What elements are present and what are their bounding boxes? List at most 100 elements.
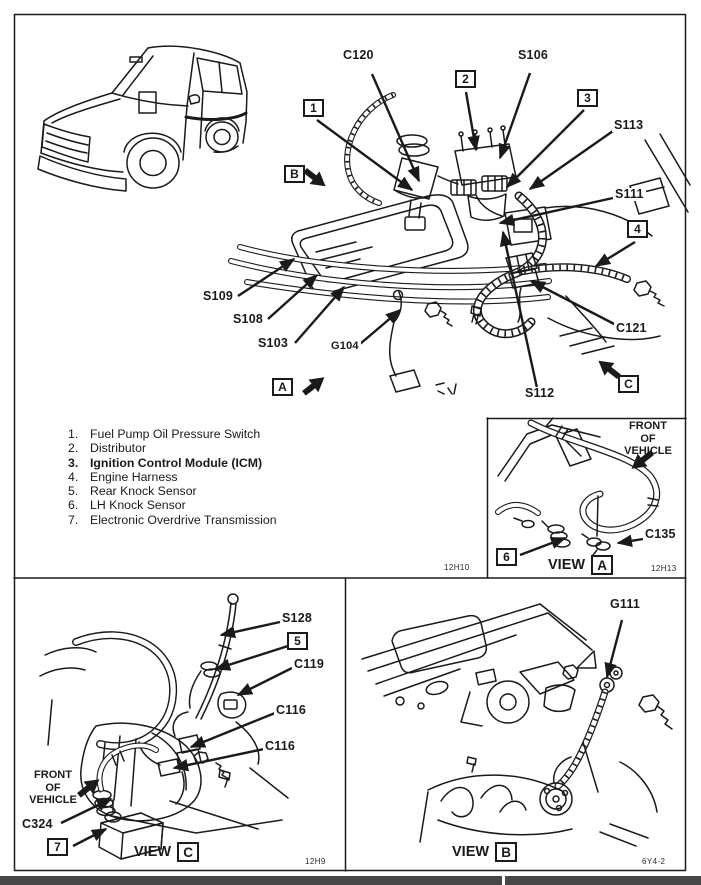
component-legend: 1. Fuel Pump Oil Pressure Switch 2. Dist… xyxy=(68,427,277,527)
legend-item-number: 4. xyxy=(68,469,79,484)
leader-arrow-callout-6 xyxy=(519,536,567,557)
view-b-caption: VIEW B xyxy=(452,842,518,862)
leader-arrow-c120 xyxy=(370,73,421,183)
legend-item: 6. LH Knock Sensor xyxy=(68,498,277,512)
legend-item: 2. Distributor xyxy=(68,441,277,455)
label-g111: G111 xyxy=(608,597,642,611)
callout-box-2: 2 xyxy=(455,70,476,88)
label-c121: C121 xyxy=(614,321,649,335)
callout-box-5: 5 xyxy=(287,632,308,650)
leader-arrow-c116-upper xyxy=(189,711,276,749)
view-a-caption-word: VIEW xyxy=(548,557,586,573)
vehicle-illustration xyxy=(37,45,248,192)
leader-arrow-callout-7 xyxy=(72,827,108,848)
leader-arrow-s106 xyxy=(498,72,532,160)
legend-item-number: 3. xyxy=(68,455,79,470)
label-c116-upper: C116 xyxy=(274,703,308,717)
view-b-caption-letter: B xyxy=(495,842,518,862)
page-edge-bar xyxy=(0,876,701,885)
label-s108: S108 xyxy=(231,312,265,326)
view-b-caption-word: VIEW xyxy=(452,844,490,860)
callout-box-6: 6 xyxy=(496,548,517,566)
label-s106: S106 xyxy=(516,48,550,62)
label-s112: S112 xyxy=(523,386,557,400)
leader-arrow-s111 xyxy=(498,196,614,227)
legend-item-label: Ignition Control Module (ICM) xyxy=(90,455,263,470)
label-c119: C119 xyxy=(292,657,326,671)
view-c-caption-word: VIEW xyxy=(134,844,172,860)
legend-item-number: 2. xyxy=(68,441,79,456)
leader-arrow-s113 xyxy=(528,130,614,190)
label-s109: S109 xyxy=(201,289,235,303)
legend-item: 5. Rear Knock Sensor xyxy=(68,484,277,498)
legend-item-label: Distributor xyxy=(90,441,147,456)
legend-item-label: Fuel Pump Oil Pressure Switch xyxy=(90,427,261,441)
legend-item-label: Rear Knock Sensor xyxy=(90,484,197,499)
label-c324: C324 xyxy=(20,817,55,831)
leader-arrow-c119 xyxy=(236,666,293,697)
view-marker-b: B xyxy=(284,165,305,183)
label-c120: C120 xyxy=(341,48,376,62)
panel-borders xyxy=(13,13,687,872)
direction-arrow-view-a xyxy=(299,370,330,400)
leader-arrow-callout-5 xyxy=(214,644,289,671)
leader-arrow-c121 xyxy=(529,279,621,329)
view-c-drawing xyxy=(39,593,289,860)
figure-code-view-b: 6Y4-2 xyxy=(642,857,666,866)
leader-arrow-c324 xyxy=(60,797,113,825)
front-of-vehicle-label-view-c: FRONT OF VEHICLE xyxy=(29,769,77,806)
label-c116-lower: C116 xyxy=(263,739,297,753)
label-s103: S103 xyxy=(256,336,290,350)
view-c-caption-letter: C xyxy=(177,842,200,862)
leader-arrow-callout-2 xyxy=(464,91,480,152)
leader-arrow-g111 xyxy=(604,619,624,679)
leader-arrow-c135 xyxy=(616,534,644,547)
engine-location-patch xyxy=(138,91,157,114)
legend-item: 7. Electronic Overdrive Transmission xyxy=(68,513,277,527)
callout-box-3: 3 xyxy=(577,89,598,107)
figure-code-view-c: 12H9 xyxy=(305,857,326,866)
legend-item-number: 1. xyxy=(68,427,79,441)
legend-item: 3. Ignition Control Module (ICM) xyxy=(68,456,277,470)
leader-arrow-callout-4 xyxy=(594,240,636,268)
figure-code-view-a: 12H13 xyxy=(651,564,677,573)
leader-arrow-s108 xyxy=(267,273,319,320)
leader-arrows xyxy=(60,72,644,848)
leader-arrow-callout-1 xyxy=(316,119,414,191)
callout-box-4: 4 xyxy=(627,220,648,238)
view-marker-a: A xyxy=(272,378,293,396)
legend-item-label: Engine Harness xyxy=(90,469,178,484)
figure-code-main: 12H10 xyxy=(444,563,470,572)
view-marker-c: C xyxy=(618,375,639,393)
view-a-caption-letter: A xyxy=(591,555,614,575)
label-c135: C135 xyxy=(643,527,678,541)
callout-box-7: 7 xyxy=(47,838,68,856)
legend-item-number: 5. xyxy=(68,484,79,499)
engine-compartment-drawing xyxy=(228,92,691,395)
callout-box-1: 1 xyxy=(303,99,324,117)
front-of-vehicle-label-view-a: FRONT OF VEHICLE xyxy=(624,420,672,457)
legend-item-number: 6. xyxy=(68,498,79,513)
leader-arrow-callout-3 xyxy=(505,109,585,189)
leader-arrow-s128 xyxy=(219,620,281,639)
view-b-drawing xyxy=(361,603,673,847)
label-s113: S113 xyxy=(612,118,646,132)
legend-item-label: Electronic Overdrive Transmission xyxy=(90,512,277,527)
leader-arrow-g104 xyxy=(359,308,402,345)
view-a-drawing xyxy=(495,417,661,556)
label-s128: S128 xyxy=(280,611,314,625)
legend-item-label: LH Knock Sensor xyxy=(90,498,186,513)
leader-arrow-s112 xyxy=(499,230,539,389)
legend-item: 4. Engine Harness xyxy=(68,470,277,484)
leader-arrow-s103 xyxy=(294,285,346,344)
legend-item: 1. Fuel Pump Oil Pressure Switch xyxy=(68,427,277,441)
page-edge-bar-gap xyxy=(502,876,505,885)
leader-arrow-c116-lower xyxy=(172,747,265,772)
view-a-caption: VIEW A xyxy=(548,555,614,575)
label-s111: S111 xyxy=(613,187,646,201)
view-c-caption: VIEW C xyxy=(134,842,200,862)
legend-item-number: 7. xyxy=(68,512,79,527)
leader-arrow-s109 xyxy=(237,257,296,298)
